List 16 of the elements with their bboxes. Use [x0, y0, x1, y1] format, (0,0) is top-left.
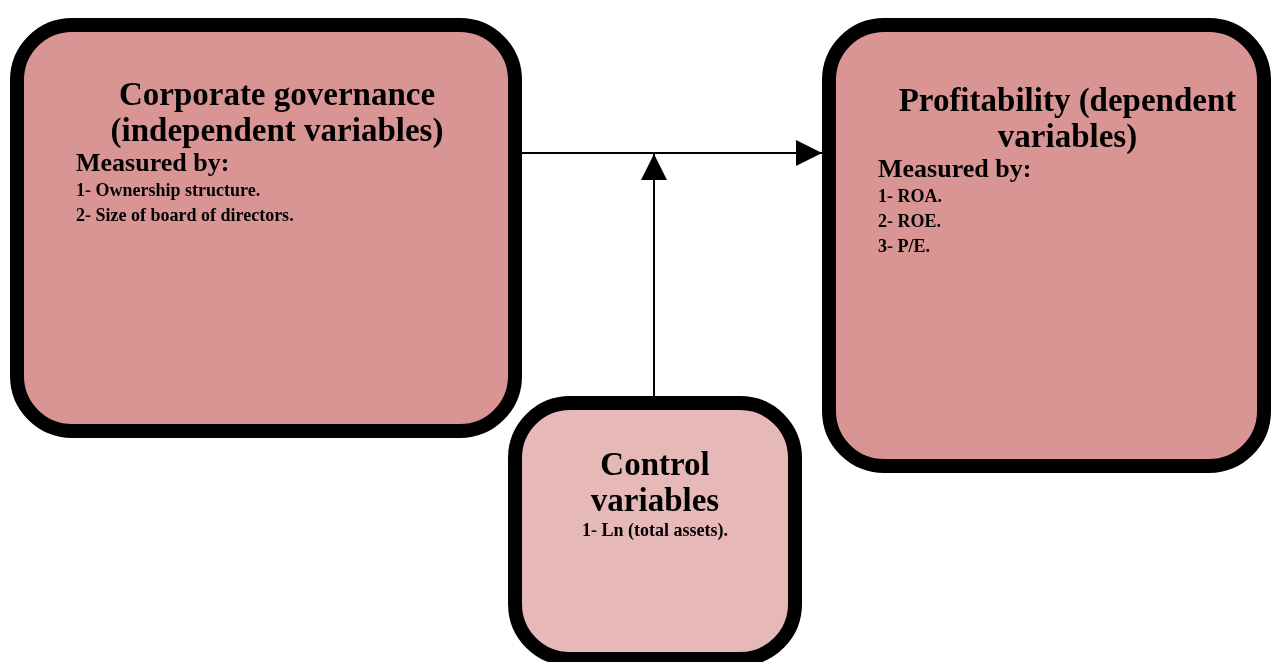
subheading: Measured by: [76, 148, 231, 178]
list-item: 1- Ln (total assets). [581, 519, 729, 542]
rounded-box [822, 18, 1271, 473]
list-item: 1- Ownership structure. [76, 179, 262, 202]
arrow [641, 153, 667, 397]
rounded-box [10, 18, 522, 438]
node-heading: Corporate governance (independent variables) [109, 76, 445, 148]
rounded-box [508, 396, 802, 662]
list-item: 2- Size of board of directors. [76, 204, 295, 227]
arrow [521, 140, 823, 166]
node-heading: Profitability (dependent variables) [897, 82, 1238, 154]
node-heading: Control variables [589, 446, 721, 518]
subheading: Measured by: [878, 154, 1033, 184]
list-item: 3- P/E. [878, 235, 931, 258]
list-item: 1- ROA. [878, 185, 943, 208]
list-item: 2- ROE. [878, 210, 942, 233]
